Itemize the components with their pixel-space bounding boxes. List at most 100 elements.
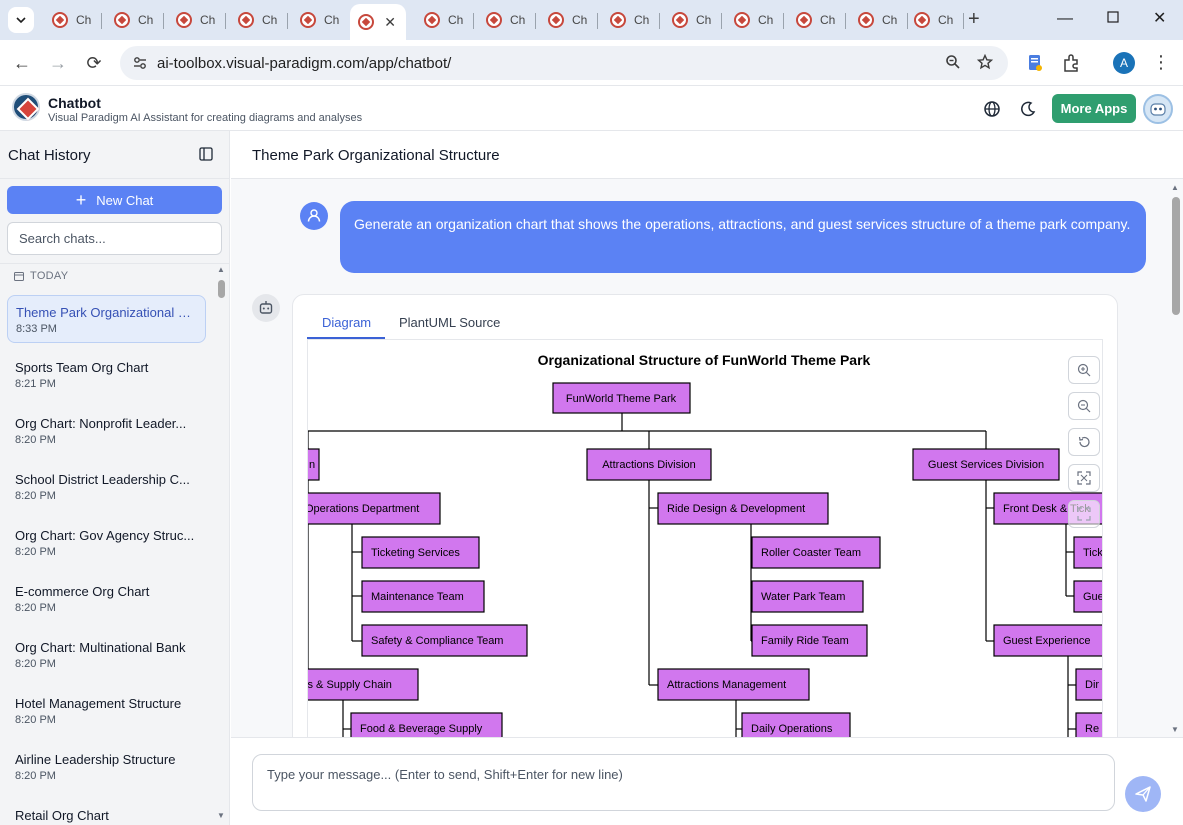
svg-text:Daily Operations: Daily Operations [751, 723, 833, 735]
close-tab-icon[interactable]: ✕ [384, 14, 396, 30]
browser-tab[interactable]: Ch [226, 6, 288, 34]
reset-zoom-button[interactable] [1068, 428, 1100, 456]
org-node-department: Operations Department [308, 492, 441, 525]
tab-label: Ch [938, 13, 954, 27]
history-item-active[interactable]: Theme Park Organizational S...8:33 PM [7, 295, 206, 343]
browser-tab[interactable]: Ch [102, 6, 164, 34]
send-icon [1135, 786, 1151, 802]
site-settings-icon[interactable] [132, 55, 148, 71]
tab-label: Ch [758, 13, 774, 27]
back-button[interactable]: ← [13, 53, 31, 73]
browser-tab[interactable]: Ch [784, 6, 846, 34]
address-bar[interactable]: ai-toolbox.visual-paradigm.com/app/chatb… [120, 46, 1008, 80]
svg-text:Dir: Dir [1085, 679, 1099, 691]
zoom-icon[interactable] [945, 54, 961, 70]
new-chat-button[interactable]: +New Chat [7, 186, 222, 214]
org-node-division: Guest Services Division [912, 448, 1060, 481]
org-node-department: Ride Design & Development [657, 492, 829, 525]
section-label-today: TODAY [14, 270, 68, 282]
tab-search-button[interactable] [8, 7, 34, 33]
org-node-root: FunWorld Theme Park [552, 382, 691, 414]
url-text[interactable]: ai-toolbox.visual-paradigm.com/app/chatb… [157, 55, 452, 72]
browser-tab[interactable]: Ch [536, 6, 598, 34]
visual-paradigm-favicon-icon [300, 12, 316, 28]
new-tab-button[interactable]: + [968, 8, 980, 30]
diagram-canvas[interactable]: Organizational Structure of FunWorld The… [307, 340, 1103, 753]
svg-text:Tick: Tick [1083, 547, 1103, 559]
history-item-time: 8:20 PM [15, 770, 56, 782]
browser-tab[interactable]: Ch [474, 6, 536, 34]
globe-icon[interactable] [983, 100, 1001, 118]
fit-to-screen-button[interactable] [1068, 464, 1100, 492]
scroll-down-arrow-icon[interactable]: ▼ [217, 811, 225, 820]
scroll-down-arrow-icon[interactable]: ▼ [1171, 725, 1179, 734]
history-item[interactable]: Retail Org Chart [7, 799, 206, 825]
robot-face-icon [1150, 103, 1166, 116]
browser-tab[interactable]: Ch [40, 6, 102, 34]
sidebar-scrollbar-thumb[interactable] [218, 280, 225, 298]
tab-plantuml-source[interactable]: PlantUML Source [399, 315, 501, 330]
send-button[interactable] [1125, 776, 1161, 812]
history-item-title: Theme Park Organizational S... [16, 305, 197, 320]
browser-menu-icon[interactable]: ⋮ [1152, 52, 1170, 72]
close-window-button[interactable]: ✕ [1153, 10, 1167, 27]
browser-tab[interactable]: Ch [902, 6, 964, 34]
message-input[interactable] [252, 754, 1115, 811]
tab-diagram[interactable]: Diagram [322, 315, 372, 330]
scroll-up-arrow-icon[interactable]: ▲ [217, 265, 225, 274]
svg-text:Gue: Gue [1083, 591, 1103, 603]
assistant-avatar-icon[interactable] [1143, 94, 1173, 124]
reload-button[interactable]: ⟳ [86, 53, 102, 73]
browser-tab[interactable]: Ch [598, 6, 660, 34]
org-node-department: Guest Experience [993, 624, 1102, 657]
history-item-time: 8:21 PM [15, 378, 56, 390]
browser-tab-active[interactable]: ✕ [350, 4, 406, 40]
forward-button[interactable]: → [49, 53, 67, 73]
zoom-in-button[interactable] [1068, 356, 1100, 384]
browser-tab[interactable]: Ch [164, 6, 226, 34]
calendar-icon [14, 272, 24, 281]
browser-tab[interactable]: Ch [660, 6, 722, 34]
svg-text:Roller Coaster Team: Roller Coaster Team [761, 547, 861, 559]
svg-text:Attractions Division: Attractions Division [602, 459, 696, 471]
history-item-title: Org Chart: Gov Agency Struc... [15, 528, 195, 543]
browser-tab[interactable]: Ch [288, 6, 350, 34]
browser-tab[interactable]: Ch [846, 6, 908, 34]
main-scrollbar-thumb[interactable] [1172, 197, 1180, 315]
zoom-out-button[interactable] [1068, 392, 1100, 420]
svg-text:Guest Services Division: Guest Services Division [928, 459, 1044, 471]
history-item[interactable]: School District Leadership C... 8:20 PM [7, 463, 206, 511]
org-node-team: Ticketing Services [361, 536, 480, 569]
moon-icon[interactable] [1019, 100, 1037, 118]
history-item-time: 8:20 PM [15, 490, 56, 502]
org-node-team: Tick [1073, 536, 1103, 569]
minimize-button[interactable]: — [1057, 10, 1073, 27]
more-apps-button[interactable]: More Apps [1052, 94, 1136, 123]
bookmark-star-icon[interactable] [977, 54, 993, 70]
fullscreen-button[interactable] [1068, 500, 1100, 528]
conversation-title: Theme Park Organizational Structure [252, 147, 500, 164]
search-chats-input[interactable] [7, 222, 222, 255]
plus-icon: + [75, 190, 87, 210]
extension-document-icon[interactable] [1024, 52, 1046, 74]
scroll-up-arrow-icon[interactable]: ▲ [1171, 183, 1179, 192]
history-item[interactable]: Org Chart: Nonprofit Leader...8:20 PM [7, 407, 206, 455]
visual-paradigm-favicon-icon [548, 12, 564, 28]
chat-main-panel: Theme Park Organizational Structure Gene… [231, 131, 1183, 825]
browser-tab[interactable]: Ch [412, 6, 474, 34]
browser-tabstrip: Ch Ch Ch Ch Ch ✕ Ch Ch Ch Ch Ch Ch Ch Ch… [0, 0, 1183, 40]
history-item[interactable]: Org Chart: Gov Agency Struc...8:20 PM [7, 519, 206, 567]
browser-tab[interactable]: Ch [722, 6, 784, 34]
history-item-title: School District Leadership C... [15, 472, 190, 487]
maximize-button[interactable] [1106, 10, 1120, 29]
tab-label: Ch [200, 13, 216, 27]
sidebar-toggle-icon[interactable] [199, 147, 213, 161]
profile-avatar[interactable]: A [1113, 52, 1135, 74]
extensions-puzzle-icon[interactable] [1060, 52, 1082, 74]
svg-text:Ride Design & Development: Ride Design & Development [667, 503, 805, 515]
